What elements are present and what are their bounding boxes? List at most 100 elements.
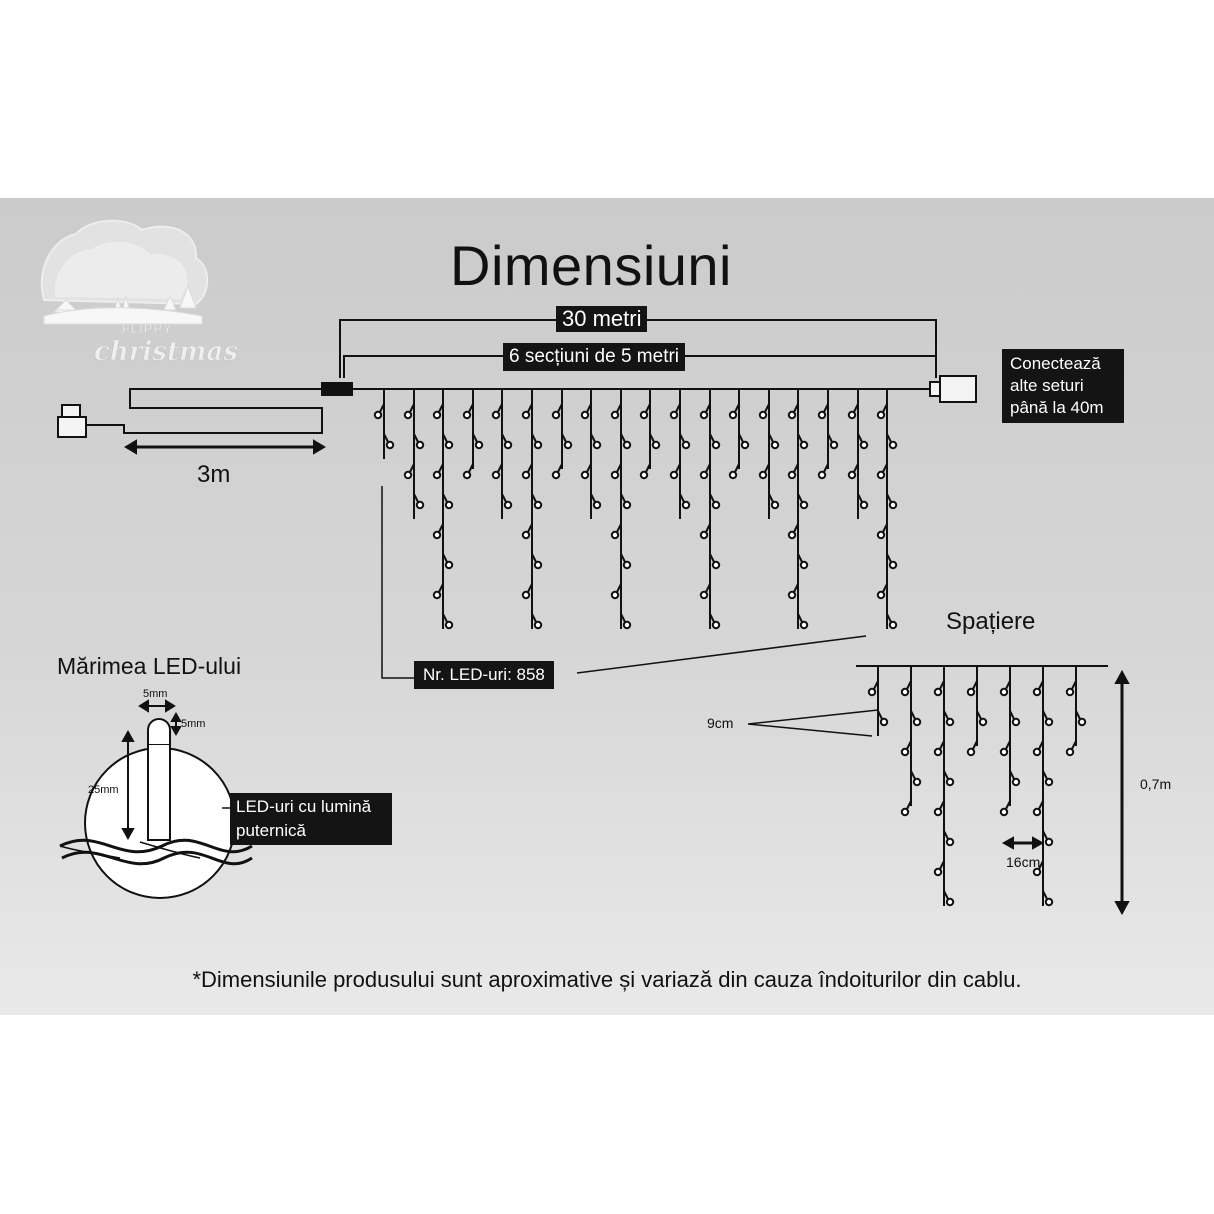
led-stem — [768, 493, 774, 503]
footnote: *Dimensiunile produsului sunt aproximati… — [192, 967, 1022, 992]
led-bulb — [1077, 717, 1087, 727]
led-stem — [620, 493, 626, 503]
led-bulb — [681, 500, 691, 510]
sections-label: 6 secțiuni de 5 metri — [503, 343, 686, 371]
end-connector-icon — [929, 375, 977, 403]
led-bulb — [859, 440, 869, 450]
led-stem — [939, 800, 945, 810]
led-bulb — [669, 410, 679, 420]
led-bulb — [728, 470, 738, 480]
logo-sub-text: christmas — [94, 337, 238, 367]
led-bulb — [711, 620, 721, 630]
led-bulb — [699, 410, 709, 420]
led-bulb — [999, 747, 1009, 757]
led-bulb — [900, 747, 910, 757]
led-bulb — [876, 410, 886, 420]
led-stem — [857, 433, 863, 443]
led-stem — [910, 770, 916, 780]
led-bulb — [867, 687, 877, 697]
lead-length-label: 3m — [197, 461, 231, 488]
led-stem — [590, 493, 596, 503]
led-stem — [1009, 770, 1015, 780]
led-stem — [797, 493, 803, 503]
led-bulb — [432, 530, 442, 540]
led-bulb — [563, 440, 573, 450]
led-stem — [620, 433, 626, 443]
led-stem — [910, 710, 916, 720]
led-bulb — [521, 410, 531, 420]
led-bulb — [912, 777, 922, 787]
led-stem — [531, 613, 537, 623]
led-bulb — [1032, 687, 1042, 697]
led-stem — [679, 493, 685, 503]
led-bulb — [817, 470, 827, 480]
led-bulb — [403, 410, 413, 420]
led-bulb — [639, 410, 649, 420]
led-bulb — [533, 620, 543, 630]
led-stem — [645, 403, 651, 413]
led-stem — [531, 493, 537, 503]
led-bulb — [444, 440, 454, 450]
led-stem — [561, 433, 567, 443]
led-stem — [943, 890, 949, 900]
led-stem — [705, 583, 711, 593]
led-stem — [734, 463, 740, 473]
led-width-label: 5mm — [143, 688, 168, 700]
led-bulb — [847, 410, 857, 420]
led-bulb — [933, 687, 943, 697]
led-stem — [531, 553, 537, 563]
led-stem — [616, 523, 622, 533]
led-bulb — [933, 747, 943, 757]
led-stem — [943, 710, 949, 720]
led-stem — [1071, 680, 1077, 690]
led-stem — [939, 680, 945, 690]
led-bulb — [1044, 717, 1054, 727]
led-stem — [1075, 710, 1081, 720]
led-stem — [882, 463, 888, 473]
led-bulb — [945, 897, 955, 907]
led-bulb — [999, 687, 1009, 697]
led-bulb — [999, 807, 1009, 817]
led-stem — [705, 523, 711, 533]
led-stem — [472, 433, 478, 443]
led-stem — [383, 433, 389, 443]
led-stem — [1009, 710, 1015, 720]
led-bulb — [787, 470, 797, 480]
led-stem — [939, 740, 945, 750]
led-cap-label: 5mm — [181, 718, 206, 730]
led-stem — [586, 463, 592, 473]
led-stem — [709, 433, 715, 443]
led-stem — [1005, 680, 1011, 690]
led-stem — [705, 463, 711, 473]
led-bulb — [503, 500, 513, 510]
led-bulb — [787, 410, 797, 420]
led-bulb — [758, 470, 768, 480]
led-stem — [1038, 800, 1044, 810]
brand-logo: FLIPPY christmas — [40, 219, 239, 367]
led-bulb — [592, 500, 602, 510]
led-bulb — [799, 560, 809, 570]
page-title: Dimensiuni — [450, 234, 732, 297]
led-bulb — [966, 747, 976, 757]
led-stem — [972, 740, 978, 750]
led-stem — [797, 433, 803, 443]
led-bulb — [521, 590, 531, 600]
led-stem — [413, 433, 419, 443]
led-bulb — [415, 500, 425, 510]
led-bulb — [787, 530, 797, 540]
led-stem — [438, 583, 444, 593]
led-stem — [1042, 830, 1048, 840]
led-bulb — [900, 687, 910, 697]
led-stem — [527, 463, 533, 473]
led-bulb — [551, 410, 561, 420]
led-bulb — [1044, 777, 1054, 787]
led-stem — [557, 403, 563, 413]
led-bulb — [432, 470, 442, 480]
led-stem — [438, 463, 444, 473]
led-stem — [1005, 740, 1011, 750]
led-stem — [734, 403, 740, 413]
led-bulb — [491, 470, 501, 480]
led-bulb — [610, 470, 620, 480]
led-bulb — [580, 410, 590, 420]
led-stem — [645, 463, 651, 473]
